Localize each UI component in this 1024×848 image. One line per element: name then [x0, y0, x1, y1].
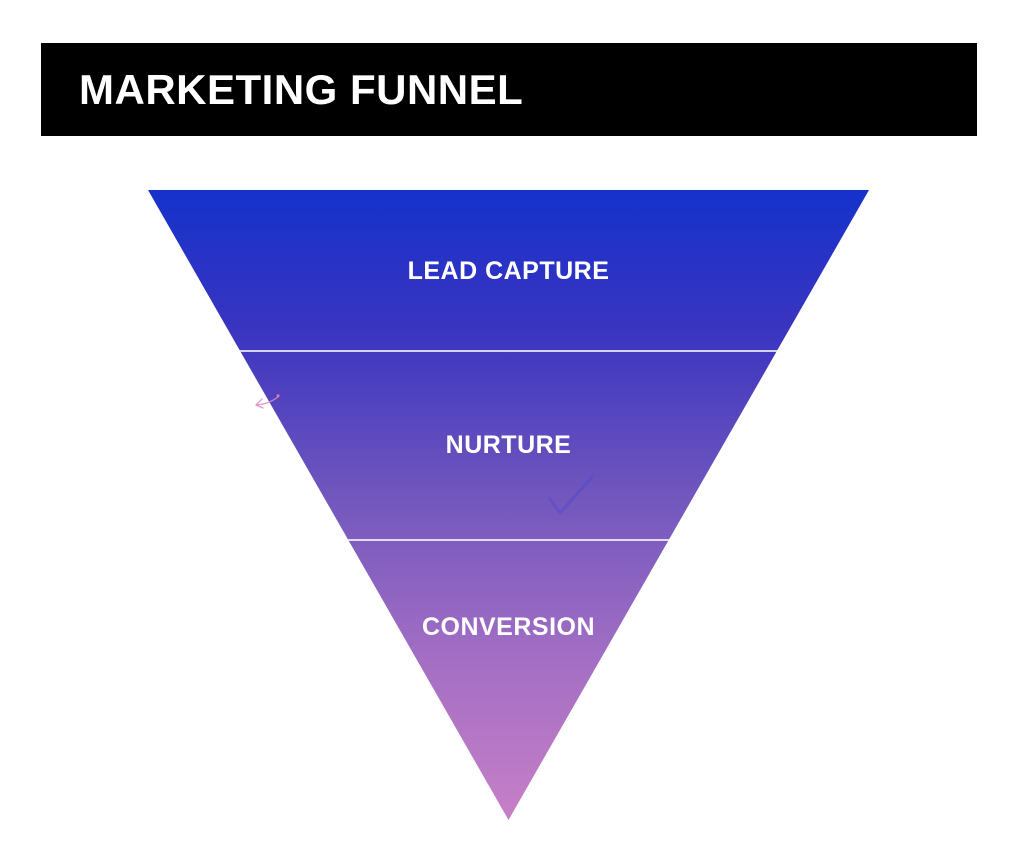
marketing-funnel-diagram: LEAD CAPTURE NURTURE CONVERSION [148, 190, 869, 820]
stage-divider-1 [148, 350, 869, 352]
checkmark-doodle-icon [548, 475, 594, 515]
title-bar: MARKETING FUNNEL [41, 43, 977, 136]
arrow-doodle-icon [255, 394, 280, 409]
page-title: MARKETING FUNNEL [79, 65, 524, 113]
stage-label-nurture: NURTURE [445, 431, 572, 459]
stage-divider-2 [148, 539, 869, 541]
stage-label-conversion: CONVERSION [421, 613, 596, 641]
stage-label-lead-capture: LEAD CAPTURE [407, 257, 610, 285]
